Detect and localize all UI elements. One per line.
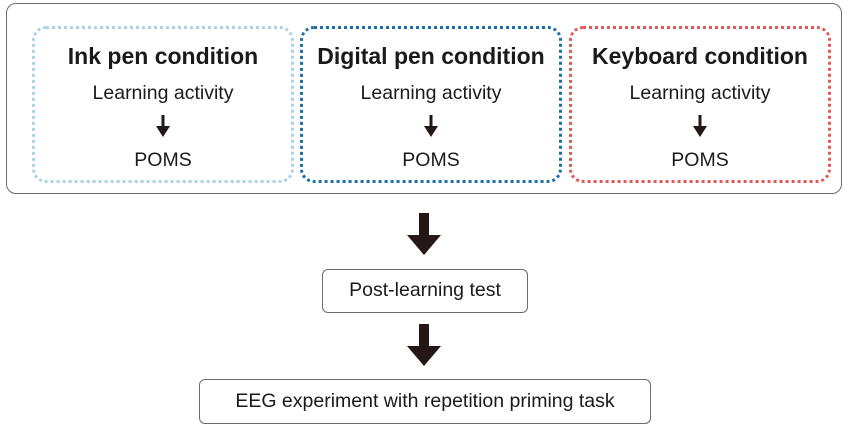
eeg-experiment-box: EEG experiment with repetition priming t… [199,379,651,424]
down-arrow-icon [156,115,170,137]
keyboard-condition-box: Keyboard condition Learning activity POM… [569,26,831,183]
down-arrow-icon [407,213,441,255]
condition-measure: POMS [671,149,729,171]
condition-measure: POMS [134,149,192,171]
down-arrow-icon [407,324,441,366]
conditions-group: Ink pen condition Learning activity POMS… [6,3,842,194]
condition-activity: Learning activity [360,82,502,104]
condition-activity: Learning activity [629,82,771,104]
ink-pen-condition-box: Ink pen condition Learning activity POMS [32,26,294,183]
down-arrow-icon [424,115,438,137]
post-learning-test-box: Post-learning test [322,269,528,313]
condition-title: Keyboard condition [592,43,808,69]
digital-pen-condition-box: Digital pen condition Learning activity … [300,26,562,183]
condition-measure: POMS [402,149,460,171]
condition-activity: Learning activity [92,82,234,104]
condition-title: Ink pen condition [67,43,259,69]
down-arrow-icon [693,115,707,137]
condition-title: Digital pen condition [317,43,545,69]
